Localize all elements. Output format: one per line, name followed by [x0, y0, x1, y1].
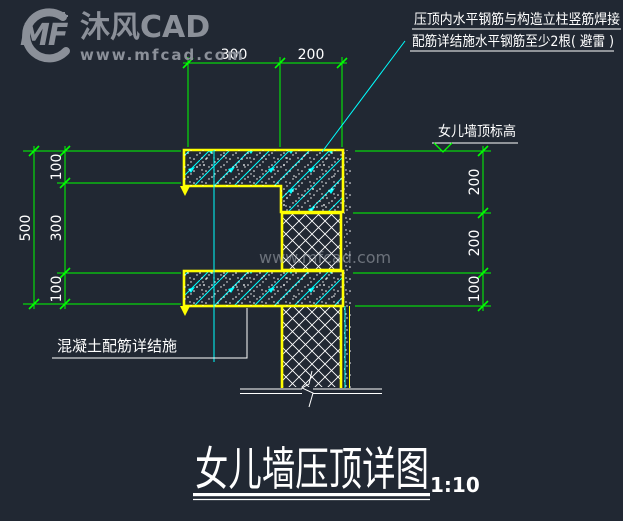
- dimension-right: [353, 145, 491, 312]
- mfcad-logo: MF 沐风CAD www.mfcad.com: [6, 8, 245, 64]
- render-layer: [344, 150, 351, 388]
- top-annotation: 压顶内水平钢筋与构造立柱竖筋焊接 配筋详结施水平钢筋至少2根( 避雷 ): [410, 11, 621, 52]
- logo-site-url: www.mfcad.com: [80, 46, 245, 64]
- drip-edge-bottom: [180, 306, 190, 316]
- dim-right-100: 100: [467, 276, 483, 303]
- dimension-left: [23, 145, 181, 310]
- dimension-top: [182, 57, 348, 147]
- coping-concrete: [180, 148, 345, 316]
- dim-left-100a: 100: [49, 154, 65, 181]
- annotation-line1: 压顶内水平钢筋与构造立柱竖筋焊接: [414, 11, 620, 28]
- dim-left-500: 500: [18, 215, 34, 242]
- break-line: [240, 370, 382, 408]
- drawing-scale: 1:10: [430, 473, 480, 497]
- logo-mark: MF: [6, 8, 76, 64]
- elevation-marker: [432, 142, 518, 153]
- watermark-text: www.mfcad.com: [259, 248, 391, 267]
- annotation-leader: [321, 40, 406, 153]
- title-block: 女儿墙压顶详图 1:10: [193, 442, 480, 501]
- logo-brand: 沐风CAD: [80, 10, 211, 45]
- logo-mf-text: MF: [20, 18, 68, 53]
- rebar-note-label: 混凝土配筋详结施: [57, 337, 177, 355]
- dim-left-300: 300: [49, 215, 65, 242]
- drawing-title: 女儿墙压顶详图: [195, 442, 429, 496]
- elevation-label: 女儿墙顶标高: [438, 123, 516, 140]
- dim-right-200b: 200: [467, 230, 483, 257]
- annotation-line2: 配筋详结施水平钢筋至少2根( 避雷 ): [412, 33, 614, 50]
- dim-left-100b: 100: [49, 276, 65, 303]
- dim-top-200: 200: [298, 47, 325, 63]
- drip-edge-top: [180, 186, 190, 196]
- dim-right-200a: 200: [467, 169, 483, 196]
- rebar-note-leader: [52, 308, 248, 359]
- dim-top-300: 300: [221, 47, 248, 63]
- logo-swoosh-icon: [22, 8, 70, 63]
